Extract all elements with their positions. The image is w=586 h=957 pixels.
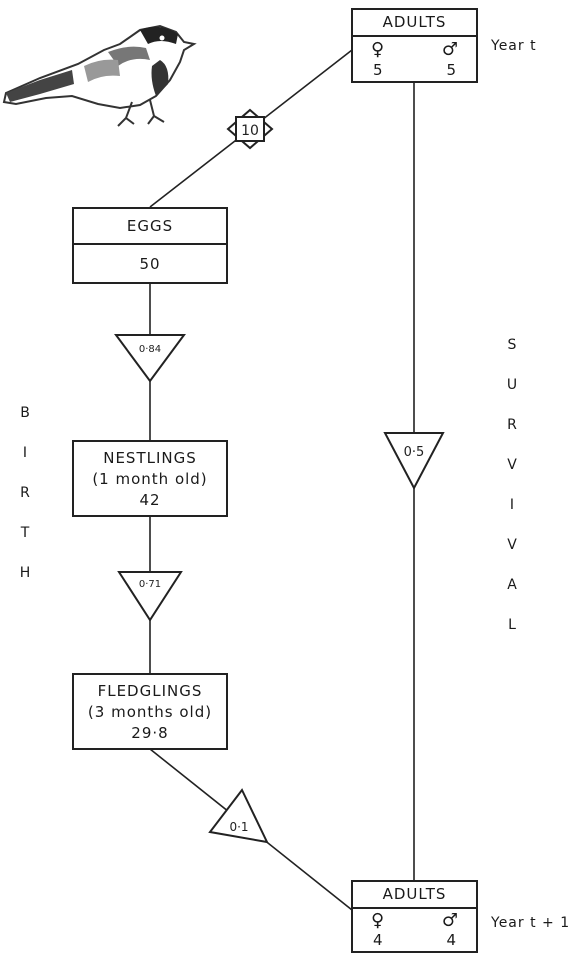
survival-vertical-label: S U R V I V A L xyxy=(502,335,522,655)
bird-icon xyxy=(4,26,194,126)
eggs-title: EGGS xyxy=(74,209,226,245)
male-count-bottom: 4 xyxy=(446,931,456,949)
birth-letter: R xyxy=(15,483,35,523)
adult-survival-triangle: 0·5 xyxy=(385,433,443,488)
adults-top-title: ADULTS xyxy=(353,10,476,37)
adults-bottom-box: ADULTS ♀ ♂ 4 4 xyxy=(351,880,478,953)
eggs-value: 50 xyxy=(74,245,226,284)
female-count-top: 5 xyxy=(373,61,383,79)
adults-bottom-title: ADULTS xyxy=(353,882,476,909)
nestling-to-fledgling-triangle: 0·71 xyxy=(119,572,181,620)
survival-letter: L xyxy=(502,615,522,655)
year-top-label: Year t xyxy=(491,38,537,54)
year-bottom-label: Year t + 1 xyxy=(491,915,570,931)
birth-letter: H xyxy=(15,563,35,603)
egg-to-nestling-triangle: 0·84 xyxy=(116,335,184,381)
fledglings-subtitle: (3 months old) xyxy=(74,702,226,723)
fledgling-to-adult-label: 0·1 xyxy=(229,820,248,834)
eggs-box: EGGS 50 xyxy=(72,207,228,284)
nestling-to-fledgling-label: 0·71 xyxy=(139,579,161,590)
eggs-per-adult-label: 10 xyxy=(241,123,259,139)
survival-letter: V xyxy=(502,455,522,495)
survival-letter: U xyxy=(502,375,522,415)
nestlings-value: 42 xyxy=(74,490,226,511)
female-symbol-bottom: ♀ xyxy=(371,910,384,931)
nestlings-title: NESTLINGS xyxy=(74,448,226,469)
female-count-bottom: 4 xyxy=(373,931,383,949)
birth-vertical-label: B I R T H xyxy=(15,403,35,603)
survival-letter: V xyxy=(502,535,522,575)
male-count-top: 5 xyxy=(446,61,456,79)
adult-survival-label: 0·5 xyxy=(404,445,425,460)
fledgling-to-adult-triangle: 0·1 xyxy=(210,790,267,842)
nestlings-subtitle: (1 month old) xyxy=(74,469,226,490)
male-symbol-bottom: ♂ xyxy=(442,910,458,931)
survival-letter: R xyxy=(502,415,522,455)
survival-letter: A xyxy=(502,575,522,615)
egg-to-nestling-label: 0·84 xyxy=(139,344,161,355)
nestlings-box: NESTLINGS (1 month old) 42 xyxy=(72,440,228,517)
survival-letter: I xyxy=(502,495,522,535)
survival-letter: S xyxy=(502,335,522,375)
adults-top-box: ADULTS ♀ ♂ 5 5 xyxy=(351,8,478,83)
fledglings-value: 29·8 xyxy=(74,723,226,744)
birth-letter: T xyxy=(15,523,35,563)
eggs-per-adult-diamond: 10 xyxy=(228,110,272,148)
birth-letter: B xyxy=(15,403,35,443)
female-symbol-top: ♀ xyxy=(371,39,384,60)
birth-letter: I xyxy=(15,443,35,483)
fledglings-title: FLEDGLINGS xyxy=(74,681,226,702)
male-symbol-top: ♂ xyxy=(442,39,458,60)
fledglings-box: FLEDGLINGS (3 months old) 29·8 xyxy=(72,673,228,750)
